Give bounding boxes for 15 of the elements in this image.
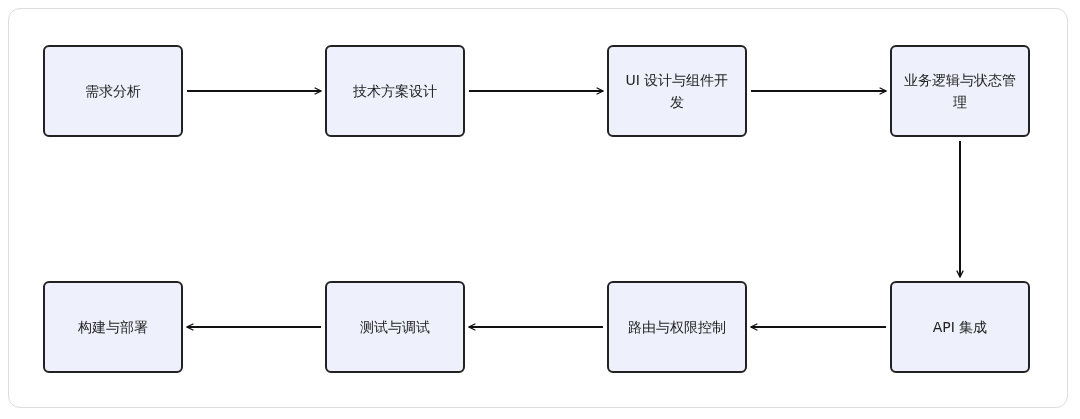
process-box: 测试与调试 <box>325 281 465 373</box>
arrow <box>186 323 322 331</box>
arrow <box>956 140 964 278</box>
process-box: 需求分析 <box>43 45 183 137</box>
process-box: 业务逻辑与状态管理 <box>890 45 1030 137</box>
arrow <box>750 323 887 331</box>
process-box: 路由与权限控制 <box>607 281 747 373</box>
arrow <box>468 323 604 331</box>
process-box: API 集成 <box>890 281 1030 373</box>
process-box: UI 设计与组件开发 <box>607 45 747 137</box>
arrow <box>468 87 604 95</box>
arrow <box>750 87 887 95</box>
process-box: 技术方案设计 <box>325 45 465 137</box>
arrow <box>186 87 322 95</box>
process-box: 构建与部署 <box>43 281 183 373</box>
